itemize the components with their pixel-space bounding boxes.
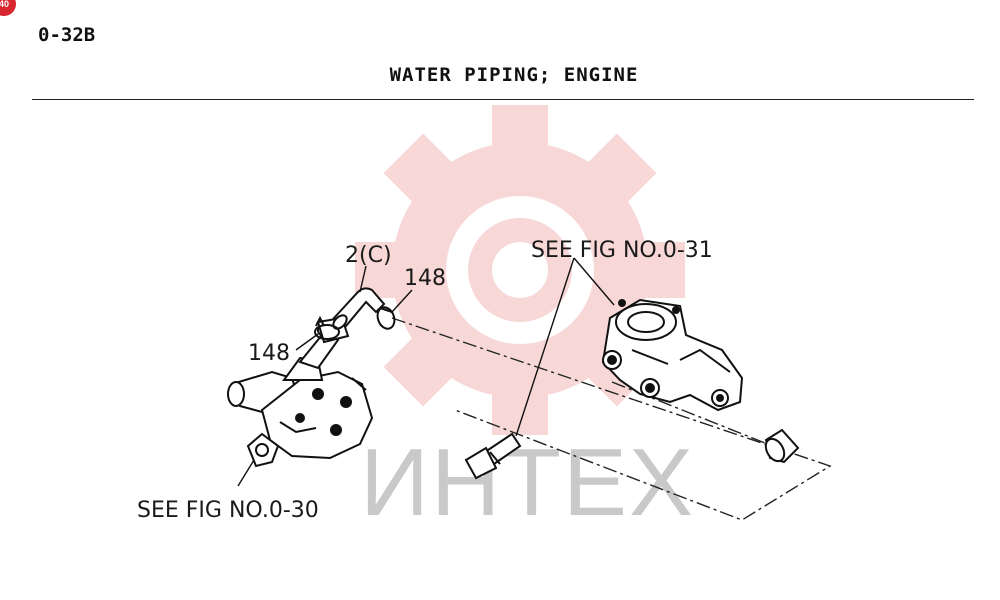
page-code: 0-32B	[38, 24, 96, 46]
water-hose	[332, 287, 386, 330]
bolt	[464, 432, 522, 480]
callout-ref-left: SEE FIG NO.0-30	[137, 498, 319, 523]
thermostat-housing	[601, 298, 744, 412]
callout-clamp-upper: 148	[404, 266, 446, 291]
callout-ref-right: SEE FIG NO.0-31	[531, 238, 713, 263]
watermark-text: ИНТЕХ	[360, 429, 695, 536]
callout-hose-part: 2(C)	[345, 243, 392, 268]
water-pump	[227, 316, 374, 468]
callout-clamp-left: 148	[248, 341, 290, 366]
hose-clamp-upper	[376, 306, 396, 330]
hose-clamp-left	[314, 315, 340, 340]
page-title: WATER PIPING; ENGINE	[389, 64, 639, 86]
drain-plug	[764, 428, 800, 464]
title-divider	[32, 99, 974, 100]
corner-badge: 40	[0, 0, 16, 16]
leader-lines	[237, 257, 615, 487]
